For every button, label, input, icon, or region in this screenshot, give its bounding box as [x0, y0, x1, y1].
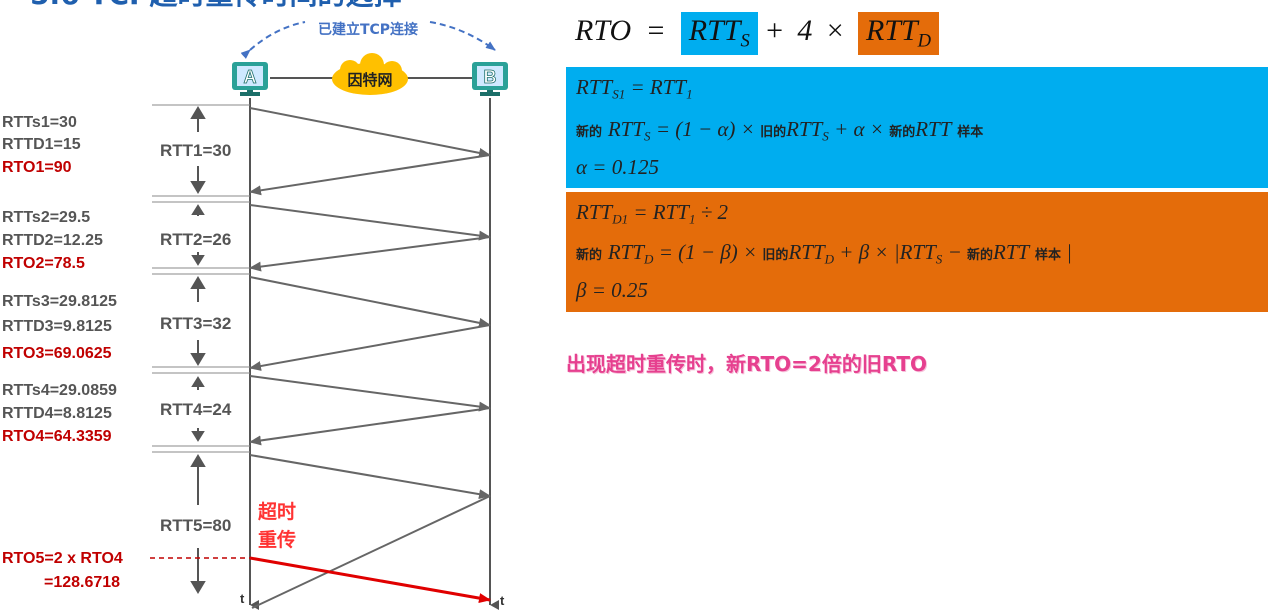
round-5-values: RTT5=80 RTO5=2 x RTO4 =128.6718 [2, 516, 231, 591]
beta-value: β = 0.25 [576, 278, 648, 302]
internet-cloud: 因特网 [332, 53, 408, 95]
svg-text:RTTD4=8.8125: RTTD4=8.8125 [2, 405, 112, 422]
time-label-a: t [240, 591, 245, 606]
host-a: A [232, 62, 268, 96]
connection-arc [240, 21, 306, 59]
rttd-init: RTTD1 = RTT1 ÷ 2 [576, 200, 729, 227]
formula-rto: RTO [575, 14, 632, 47]
retransmit-arrow [249, 556, 491, 604]
svg-text:RTTD1=15: RTTD1=15 [2, 136, 81, 153]
svg-text:超时: 超时 [257, 500, 296, 523]
timeout-rule-note: 出现超时重传时，新RTO=2倍的旧RTO [566, 352, 927, 376]
main-formula: RTO = RTTS + 4 × RTTD [575, 12, 940, 56]
round-separators [152, 104, 250, 453]
svg-text:A: A [244, 67, 257, 87]
svg-text:RTTs2=29.5: RTTs2=29.5 [2, 209, 90, 226]
rttd-formula-box: RTTD1 = RTT1 ÷ 2 新的 RTTD = (1 − β) × 旧的R… [566, 192, 1268, 312]
round-1-values: RTTs1=30 RTTD1=15 RTO1=90 RTT1=30 [2, 114, 231, 176]
host-b: B [472, 62, 508, 96]
svg-text:=128.6718: =128.6718 [44, 574, 120, 591]
round-4-values: RTTs4=29.0859 RTTD4=8.8125 RTO4=64.3359 … [2, 382, 232, 445]
svg-text:RTTD3=9.8125: RTTD3=9.8125 [2, 318, 112, 335]
svg-text:RTO4=64.3359: RTO4=64.3359 [2, 428, 112, 445]
formula-rttd-box: RTTD [857, 12, 940, 55]
time-label-b: t [500, 593, 505, 608]
svg-text:重传: 重传 [258, 528, 296, 551]
svg-text:RTTs1=30: RTTs1=30 [2, 114, 77, 131]
rtts-init: RTTS1 = RTT1 [576, 75, 693, 102]
rtts-formula-box: RTTS1 = RTT1 新的 RTTS = (1 − α) × 旧的RTTS … [566, 67, 1268, 188]
svg-text:RTO1=90: RTO1=90 [2, 159, 72, 176]
timeout-label: 超时 重传 [257, 500, 296, 551]
rttd-update: 新的 RTTD = (1 − β) × 旧的RTTD + β × |RTTS −… [576, 240, 1073, 267]
round-3-values: RTTs3=29.8125 RTTD3=9.8125 RTO3=69.0625 … [2, 293, 231, 362]
alpha-value: α = 0.125 [576, 155, 659, 179]
internet-label: 因特网 [347, 71, 392, 89]
segment-lines [249, 107, 491, 609]
formula-rtts-box: RTTS [680, 12, 758, 55]
round-2-values: RTTs2=29.5 RTTD2=12.25 RTO2=78.5 RTT2=26 [2, 209, 231, 272]
svg-text:RTT4=24: RTT4=24 [160, 400, 232, 419]
rtts-update: 新的 RTTS = (1 − α) × 旧的RTTS + α × 新的RTT 样… [576, 117, 984, 144]
svg-text:RTT3=32: RTT3=32 [160, 314, 231, 333]
rtt-measure-arrows [190, 106, 206, 594]
svg-text:RTTs3=29.8125: RTTs3=29.8125 [2, 293, 117, 310]
svg-text:RTO5=2 x RTO4: RTO5=2 x RTO4 [2, 550, 123, 567]
svg-text:RTT2=26: RTT2=26 [160, 230, 231, 249]
svg-text:B: B [484, 67, 497, 87]
svg-text:RTTD2=12.25: RTTD2=12.25 [2, 232, 103, 249]
svg-text:RTT5=80: RTT5=80 [160, 516, 231, 535]
page-title-fragment: 5.6 TCP超时重传时间的选择 [30, 0, 403, 11]
svg-text:RTT1=30: RTT1=30 [160, 141, 231, 160]
svg-text:RTO3=69.0625: RTO3=69.0625 [2, 345, 112, 362]
svg-text:RTO2=78.5: RTO2=78.5 [2, 255, 85, 272]
connection-label: 已建立TCP连接 [318, 21, 418, 38]
svg-text:RTTs4=29.0859: RTTs4=29.0859 [2, 382, 117, 399]
connection-arc-right [429, 21, 496, 51]
